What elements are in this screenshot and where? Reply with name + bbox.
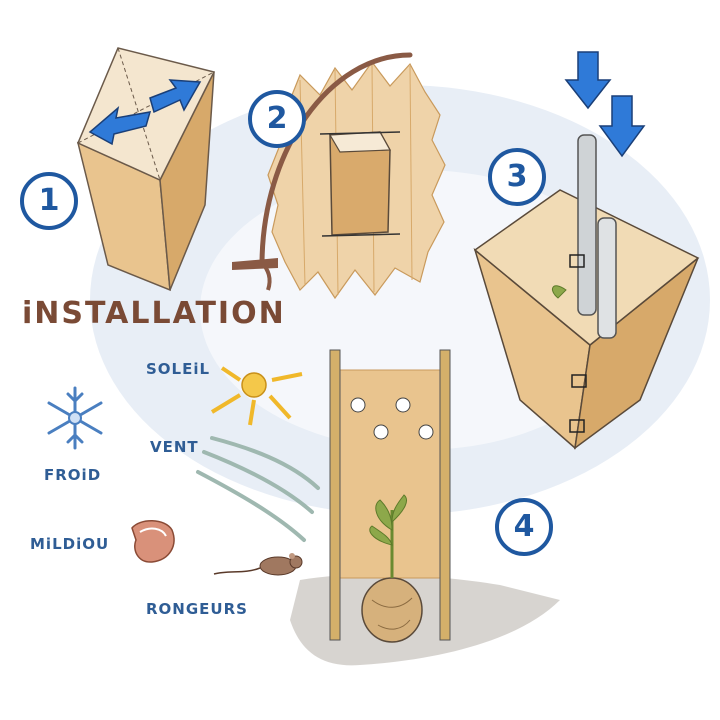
snowflake-icon <box>49 388 101 448</box>
step4-board-hole <box>374 425 388 439</box>
step4-board-hole <box>351 398 365 412</box>
step3-pipe-back <box>578 135 596 315</box>
step4-stake-left <box>330 350 340 640</box>
label-rongeurs: RONGEURS <box>146 600 248 618</box>
step-number-4: 4 <box>495 498 553 556</box>
label-vent: VENT <box>150 438 199 456</box>
step4-board-hole <box>396 398 410 412</box>
step3-arrow-down-left-icon <box>566 52 610 108</box>
label-mildiou: MiLDiOU <box>30 535 109 553</box>
mildew-icon <box>132 521 174 562</box>
page-title: iNSTALLATION <box>22 296 286 331</box>
step3-pipe-front <box>598 218 616 338</box>
step-number-3: 3 <box>488 148 546 206</box>
step-number-2: 2 <box>248 90 306 148</box>
label-froid: FROiD <box>44 466 101 484</box>
rodent-icon <box>214 553 302 575</box>
step4-stake-right <box>440 350 450 640</box>
step4-board-hole <box>419 425 433 439</box>
step4-root-ball <box>362 578 422 642</box>
step-number-1: 1 <box>20 172 78 230</box>
label-soleil: SOLEiL <box>146 360 210 378</box>
